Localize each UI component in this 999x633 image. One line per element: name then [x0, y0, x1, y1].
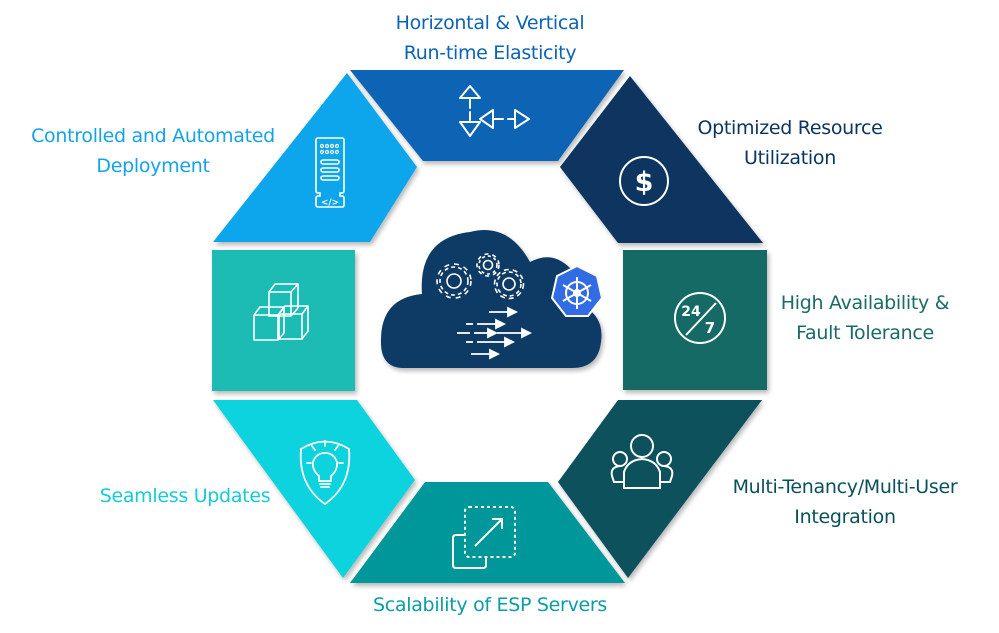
label-top-right-line-2: Utilization: [744, 147, 836, 169]
segment-bottom-left: [213, 400, 415, 578]
svg-text:$: $: [635, 167, 654, 198]
label-bottom-left: Seamless Updates: [80, 481, 290, 511]
segment-top: [350, 70, 624, 161]
segment-bottom-right: [558, 400, 762, 578]
label-top-left-line-2: Deployment: [96, 155, 210, 177]
data-flow-arrows-icon: [457, 306, 533, 360]
server-code-icon: </>: [315, 137, 345, 208]
segment-right: 24 7: [623, 250, 767, 390]
label-right-line-2: Fault Tolerance: [796, 322, 934, 344]
label-bottom-right-line-2: Integration: [794, 506, 896, 528]
label-top-left-line-1: Controlled and Automated: [31, 125, 275, 147]
segment-bottom: [350, 482, 625, 583]
lightbulb-shield-icon: [299, 440, 351, 506]
kubernetes-helm-icon: [550, 264, 604, 317]
label-top: Horizontal & Vertical Run-time Elasticit…: [330, 8, 650, 68]
svg-text:</>: </>: [321, 198, 339, 208]
svg-text:7: 7: [705, 319, 715, 337]
label-bottom: Scalability of ESP Servers: [340, 590, 640, 620]
24-7-icon: 24 7: [674, 292, 726, 344]
svg-text:24: 24: [681, 304, 701, 320]
gears-icon: [436, 253, 525, 300]
stacked-cubes-icon: [253, 283, 309, 341]
label-bottom-right-line-1: Multi-Tenancy/Multi-User: [732, 476, 958, 498]
four-direction-arrows-icon: [459, 85, 530, 137]
dollar-circle-icon: $: [619, 156, 669, 206]
center-cloud: [380, 230, 604, 368]
label-top-right-line-1: Optimized Resource: [697, 117, 883, 139]
segment-left: [212, 250, 355, 391]
label-bottom-right: Multi-Tenancy/Multi-User Integration: [700, 472, 990, 532]
segment-top-left: </>: [213, 73, 417, 242]
label-right: High Availability & Fault Tolerance: [765, 288, 965, 348]
label-bottom-line-1: Scalability of ESP Servers: [372, 594, 608, 616]
label-right-line-1: High Availability &: [780, 292, 950, 314]
cloud-shape: [380, 230, 602, 368]
users-group-icon: [610, 434, 674, 489]
resize-expand-icon: [452, 506, 516, 569]
segment-top-right: $: [560, 76, 763, 243]
label-top-left: Controlled and Automated Deployment: [8, 121, 298, 181]
label-bottom-left-line-1: Seamless Updates: [99, 485, 271, 507]
label-top-line-2: Run-time Elasticity: [403, 42, 577, 64]
label-top-right: Optimized Resource Utilization: [675, 113, 905, 173]
label-top-line-1: Horizontal & Vertical: [395, 12, 585, 34]
